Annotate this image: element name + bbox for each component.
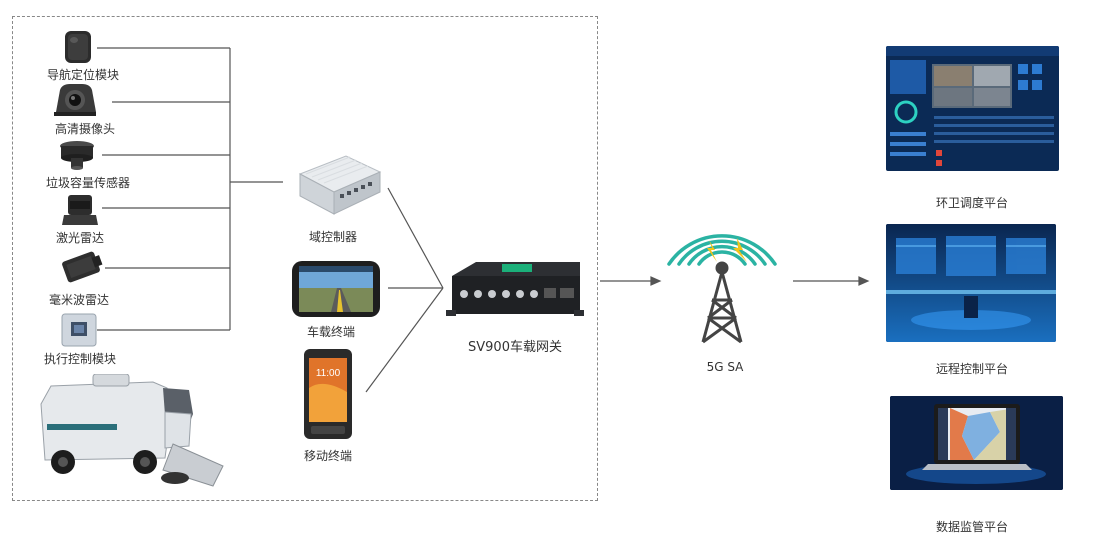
terminal-label-vehicle: 车载终端	[306, 325, 355, 339]
terminal-label-domain: 域控制器	[308, 230, 357, 244]
gps-module-icon	[65, 31, 91, 63]
camera-icon	[54, 84, 96, 116]
gateway-label: SV900车载网关	[468, 340, 562, 355]
sensor-label-control: 执行控制模块	[43, 352, 116, 366]
sensor-label-mmwave: 毫米波雷达	[48, 293, 109, 307]
gateway-device-icon	[446, 262, 584, 316]
terminal-label-mobile: 移动终端	[303, 449, 352, 463]
vehicle-terminal-icon	[292, 261, 380, 317]
sensor-label-lidar: 激光雷达	[55, 231, 104, 245]
svg-text:11:00: 11:00	[316, 368, 341, 379]
sensor-label-camera: 高清摄像头	[54, 122, 115, 136]
control-module-icon	[61, 313, 97, 347]
capacity-sensor-icon	[60, 141, 94, 170]
mobile-terminal-icon: 11:00	[304, 349, 352, 439]
remote-platform-screen	[886, 224, 1056, 342]
platform-label-dispatch: 环卫调度平台	[935, 196, 1008, 210]
sweeper-vehicle-image	[40, 374, 224, 487]
platform-label-remote: 远程控制平台	[935, 362, 1008, 376]
network-label: 5G SA	[706, 360, 744, 374]
sensor-label-capacity: 垃圾容量传感器	[45, 176, 130, 190]
supervision-platform-screen	[890, 396, 1063, 490]
tower-icon	[667, 234, 777, 344]
dispatch-platform-screen	[886, 46, 1059, 171]
lidar-icon	[62, 195, 98, 225]
sensor-label-gps: 导航定位模块	[46, 68, 119, 82]
vehicle-boundary	[12, 16, 598, 501]
mmwave-radar-icon	[62, 251, 103, 283]
platform-label-supervision: 数据监管平台	[935, 520, 1008, 534]
domain-controller-icon	[298, 155, 382, 215]
